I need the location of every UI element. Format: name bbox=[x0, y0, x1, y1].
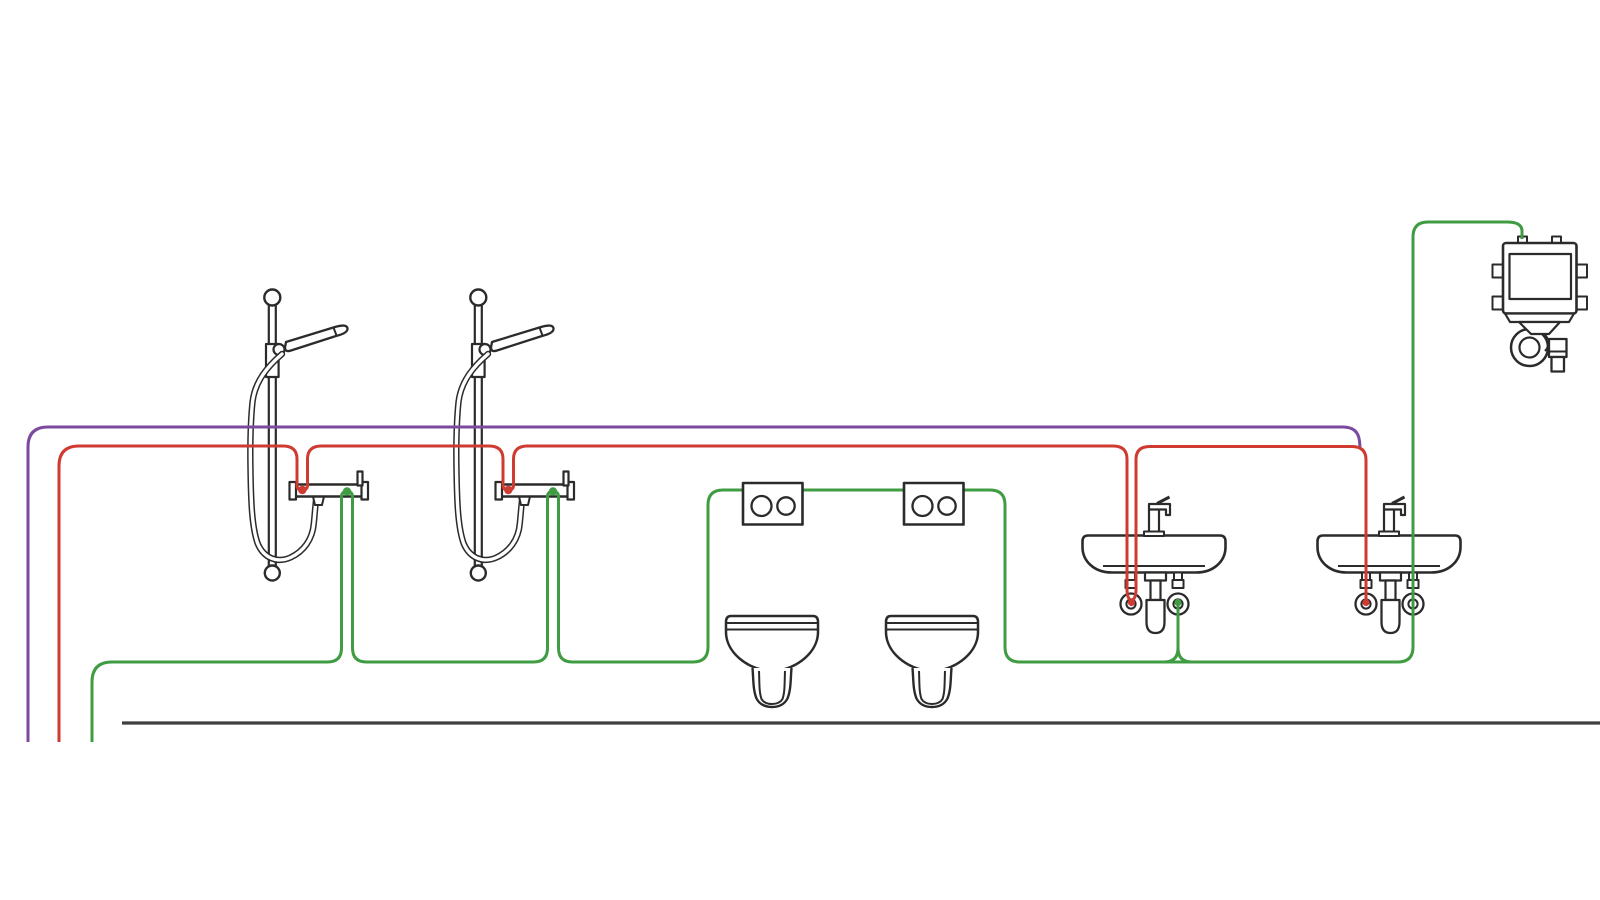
mixer-outlet bbox=[312, 495, 325, 506]
flush-plate-2 bbox=[902, 481, 965, 526]
mixer-handle bbox=[562, 470, 570, 487]
bottle-trap bbox=[1380, 598, 1401, 635]
mixer-right-cap bbox=[566, 480, 576, 501]
washbasin-2 bbox=[1316, 495, 1462, 635]
wc-pedestal-inner bbox=[758, 670, 786, 705]
washbasin-1 bbox=[1081, 495, 1227, 635]
basin-body bbox=[1316, 534, 1462, 574]
shower-2-cold-port bbox=[548, 487, 558, 496]
box-bracket-left-upper bbox=[1491, 263, 1504, 279]
mixer-handle bbox=[356, 470, 364, 487]
wc-pedestal bbox=[751, 667, 793, 709]
shower-1-hot-port bbox=[298, 485, 307, 495]
faucet-lever bbox=[1391, 495, 1406, 505]
shower-hose-core bbox=[248, 352, 318, 562]
wc-pedestal-inner bbox=[918, 670, 946, 705]
cold-valve-stub bbox=[1173, 571, 1183, 581]
faucet-lever bbox=[1156, 495, 1171, 505]
wall-hung-wc-2 bbox=[884, 614, 980, 709]
hand-shower-face-edge bbox=[332, 327, 338, 336]
hygiene-flush-unit bbox=[1491, 235, 1588, 373]
hand-shower-head bbox=[489, 324, 555, 353]
faucet-spout bbox=[1147, 502, 1172, 517]
wc-bowl bbox=[724, 614, 820, 673]
wc-pedestal bbox=[911, 667, 953, 709]
wc-bowl bbox=[884, 614, 980, 673]
box-bracket-left-lower bbox=[1491, 295, 1504, 311]
basin-body bbox=[1081, 534, 1227, 574]
trap-funnel bbox=[1517, 320, 1562, 336]
shower-1-cold-port bbox=[342, 487, 352, 496]
box-bracket-right-lower bbox=[1575, 295, 1588, 311]
basin-1-hot-valve-port bbox=[1127, 598, 1136, 607]
p-trap-loop-inner bbox=[1518, 336, 1541, 359]
circulation-pipe bbox=[26, 425, 1362, 742]
shower-2-hot-port bbox=[504, 485, 513, 495]
mixer-left-cap bbox=[288, 480, 298, 501]
flush-button-large bbox=[911, 494, 934, 518]
bottle-trap bbox=[1145, 598, 1166, 635]
rail-bottom-knob bbox=[263, 564, 281, 582]
hand-shower-head bbox=[283, 324, 349, 353]
trap-flange bbox=[1378, 571, 1403, 582]
box-bracket-right-upper bbox=[1575, 263, 1588, 279]
hot-water-pipe-segment bbox=[57, 444, 1368, 742]
shower-hose-core bbox=[454, 352, 524, 562]
hot-water-pipe bbox=[57, 444, 1368, 742]
flush-button-small bbox=[937, 496, 957, 516]
flush-button-small bbox=[776, 496, 796, 516]
trap-flange bbox=[1143, 571, 1168, 582]
faucet-base bbox=[1378, 530, 1400, 537]
trap-outlet-elbow bbox=[1547, 337, 1568, 359]
basin-1-cold-valve-port bbox=[1174, 598, 1182, 607]
rail-top-knob bbox=[263, 288, 282, 307]
shower-2 bbox=[453, 288, 576, 582]
wall-hung-wc-1 bbox=[724, 614, 820, 709]
rail-top-knob bbox=[469, 288, 488, 307]
trap-stem bbox=[1149, 579, 1162, 602]
shower-1 bbox=[247, 288, 370, 582]
flush-button-large bbox=[750, 494, 773, 518]
mixer-outlet bbox=[518, 495, 531, 506]
rail-bottom-knob bbox=[469, 564, 487, 582]
cold-water-pipe-segment bbox=[1176, 647, 1193, 664]
mixer-right-cap bbox=[360, 480, 370, 501]
box-bottom-lip bbox=[1503, 312, 1576, 324]
cold-valve-nut bbox=[1171, 579, 1185, 589]
flush-plate-1 bbox=[741, 481, 804, 526]
trap-outlet-pipe bbox=[1550, 355, 1566, 373]
faucet-base bbox=[1143, 530, 1165, 537]
hand-shower-face-edge bbox=[538, 327, 544, 336]
circulation-pipe-segment bbox=[26, 425, 1362, 742]
faucet-spout bbox=[1382, 502, 1407, 517]
trap-stem bbox=[1384, 579, 1397, 602]
basin-2-hot-valve-port bbox=[1362, 598, 1370, 607]
mixer-left-cap bbox=[494, 480, 504, 501]
flush-box-panel bbox=[1508, 252, 1573, 301]
